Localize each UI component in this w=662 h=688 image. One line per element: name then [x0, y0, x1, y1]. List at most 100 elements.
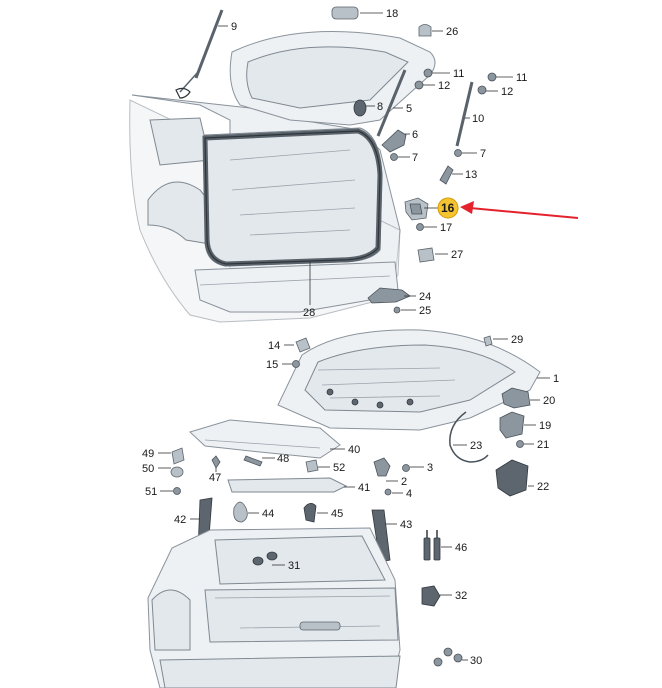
top-parts — [175, 6, 497, 314]
svg-text:13: 13 — [465, 169, 477, 181]
callout-49: 49 — [142, 448, 171, 460]
svg-text:5: 5 — [406, 103, 412, 115]
callout-29: 29 — [493, 334, 523, 346]
svg-text:51: 51 — [145, 486, 157, 498]
svg-text:48: 48 — [277, 453, 289, 465]
svg-text:7: 7 — [480, 148, 486, 160]
callout-32: 32 — [440, 590, 467, 602]
svg-text:30: 30 — [470, 655, 482, 667]
svg-text:7: 7 — [412, 152, 418, 164]
svg-text:9: 9 — [231, 21, 237, 33]
callout-52: 52 — [318, 462, 345, 474]
svg-text:6: 6 — [412, 129, 418, 141]
callout-47: 47 — [209, 468, 221, 484]
callout-labels: 9 18 26 11 12 11 12 8 5 10 6 7 7 13 16 1… — [142, 8, 559, 667]
svg-text:8: 8 — [377, 101, 383, 113]
svg-text:20: 20 — [543, 395, 555, 407]
svg-text:29: 29 — [511, 334, 523, 346]
callout-12b: 12 — [486, 86, 513, 98]
callout-15: 15 — [266, 359, 292, 371]
callout-7b: 7 — [462, 148, 486, 160]
callout-9: 9 — [218, 21, 237, 33]
callout-17: 17 — [424, 222, 452, 234]
tailgate-illustration — [277, 329, 541, 497]
callout-48: 48 — [262, 453, 289, 465]
svg-text:22: 22 — [537, 481, 549, 493]
callout-5: 5 — [393, 103, 412, 115]
svg-text:24: 24 — [419, 291, 431, 303]
svg-text:41: 41 — [358, 482, 370, 494]
svg-text:10: 10 — [472, 113, 484, 125]
svg-text:14: 14 — [268, 340, 280, 352]
svg-text:52: 52 — [333, 462, 345, 474]
callout-44: 44 — [248, 508, 274, 520]
callout-11b: 11 — [496, 72, 527, 84]
svg-text:44: 44 — [262, 508, 274, 520]
svg-text:1: 1 — [553, 373, 559, 385]
svg-text:19: 19 — [539, 420, 551, 432]
callout-7a: 7 — [398, 152, 418, 164]
callout-21: 21 — [524, 439, 549, 451]
highlight-arrow — [469, 207, 579, 219]
svg-text:3: 3 — [427, 462, 433, 474]
svg-text:32: 32 — [455, 590, 467, 602]
callout-45: 45 — [317, 508, 343, 520]
svg-text:2: 2 — [401, 476, 407, 488]
vehicle-rear-open-illustration — [129, 31, 436, 323]
svg-text:18: 18 — [386, 8, 398, 20]
callout-23: 23 — [453, 440, 482, 452]
callout-51: 51 — [145, 486, 173, 498]
callout-43: 43 — [386, 519, 412, 531]
svg-text:23: 23 — [470, 440, 482, 452]
callout-19: 19 — [524, 420, 551, 432]
callout-14: 14 — [268, 340, 294, 352]
callout-12a: 12 — [423, 80, 450, 92]
svg-text:31: 31 — [288, 560, 300, 572]
svg-text:11: 11 — [516, 72, 527, 84]
callout-42: 42 — [174, 514, 200, 526]
svg-text:12: 12 — [438, 80, 450, 92]
callout-2: 2 — [386, 476, 407, 488]
svg-text:26: 26 — [446, 26, 458, 38]
svg-text:4: 4 — [406, 488, 412, 500]
svg-text:47: 47 — [209, 472, 221, 484]
callout-20: 20 — [530, 395, 555, 407]
svg-text:25: 25 — [419, 305, 431, 317]
svg-text:43: 43 — [400, 519, 412, 531]
callout-8: 8 — [366, 101, 383, 113]
callout-24: 24 — [404, 291, 431, 303]
svg-text:45: 45 — [331, 508, 343, 520]
svg-text:46: 46 — [455, 542, 467, 554]
svg-text:27: 27 — [451, 249, 463, 261]
callout-46: 46 — [441, 542, 467, 554]
svg-text:15: 15 — [266, 359, 278, 371]
svg-text:50: 50 — [142, 463, 154, 475]
callout-41: 41 — [344, 482, 370, 494]
callout-6: 6 — [405, 129, 418, 141]
callout-1: 1 — [537, 373, 559, 385]
svg-text:16: 16 — [441, 201, 455, 215]
svg-text:42: 42 — [174, 514, 186, 526]
svg-text:21: 21 — [537, 439, 549, 451]
svg-text:40: 40 — [348, 444, 360, 456]
callout-26: 26 — [432, 26, 458, 38]
callout-40: 40 — [330, 444, 360, 456]
svg-text:17: 17 — [440, 222, 452, 234]
highlight-arrow-head — [460, 201, 474, 214]
callout-13: 13 — [452, 169, 477, 181]
callout-31: 31 — [272, 560, 300, 572]
callout-4: 4 — [392, 488, 412, 500]
callout-27: 27 — [435, 249, 463, 261]
svg-text:28: 28 — [303, 307, 315, 319]
callout-10: 10 — [465, 113, 484, 125]
callout-16: 16 — [424, 197, 459, 219]
callout-28: 28 — [303, 262, 315, 319]
callout-30: 30 — [462, 655, 482, 667]
callout-18: 18 — [360, 8, 398, 20]
callout-25: 25 — [401, 305, 431, 317]
svg-text:12: 12 — [501, 86, 513, 98]
svg-text:49: 49 — [142, 448, 154, 460]
highlight-marker — [437, 197, 459, 219]
callout-3: 3 — [410, 462, 433, 474]
